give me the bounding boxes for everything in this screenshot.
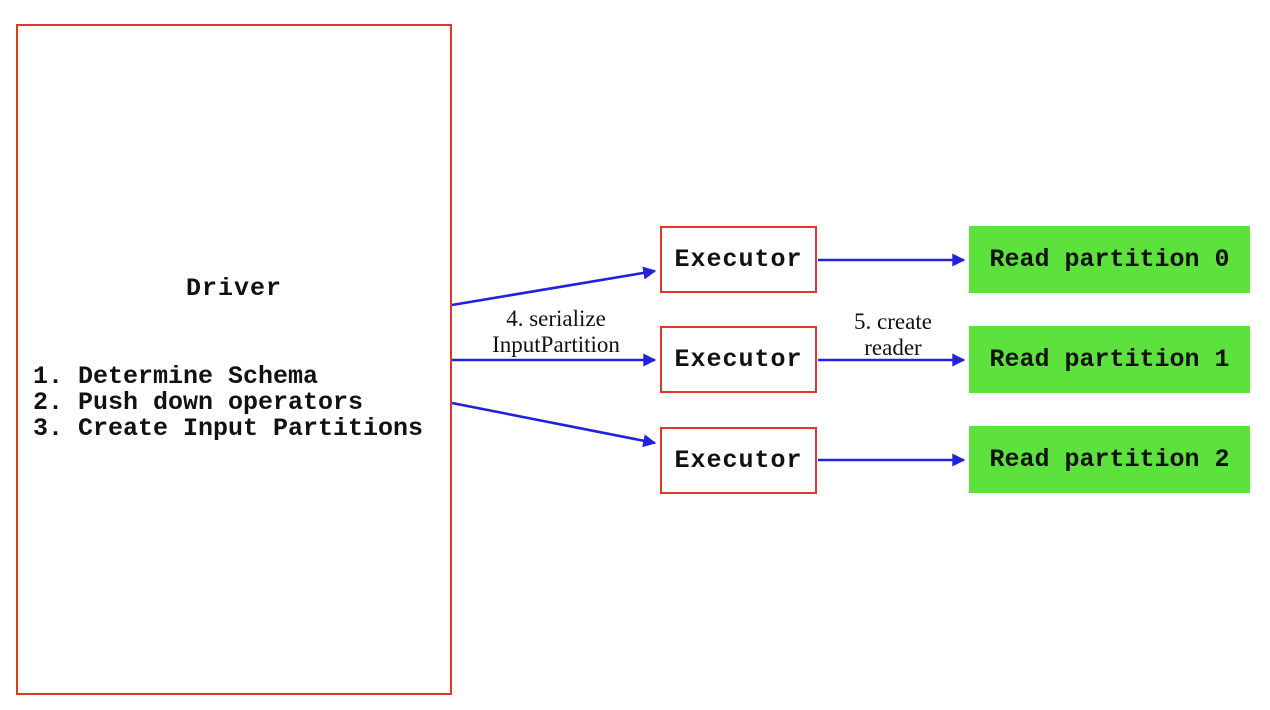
executor-node-1: Executor <box>660 226 817 293</box>
arrow-driver-to-executor-3 <box>451 401 657 448</box>
arrow-driver-to-executor-1 <box>451 266 657 307</box>
create-reader-label-line-2: reader <box>864 335 922 360</box>
executor-3-label: Executor <box>674 446 803 475</box>
driver-title: Driver <box>185 274 282 303</box>
serialize-inputpartition-label: 4. serialize InputPartition <box>456 306 656 358</box>
executor-node-2: Executor <box>660 326 817 393</box>
read-partition-2-node: Read partition 2 <box>969 426 1250 493</box>
read-partition-2-label: Read partition 2 <box>989 445 1230 474</box>
executor-node-3: Executor <box>660 427 817 494</box>
driver-steps-list: 1. Determine Schema 2. Push down operato… <box>33 364 453 442</box>
executor-1-label: Executor <box>674 245 803 274</box>
driver-step-2: 2. Push down operators <box>33 388 364 417</box>
create-reader-label-line-1: 5. create <box>854 309 932 334</box>
driver-step-3: 3. Create Input Partitions <box>33 414 424 443</box>
read-partition-0-label: Read partition 0 <box>989 245 1230 274</box>
driver-step-1: 1. Determine Schema <box>33 362 319 391</box>
create-reader-label: 5. create reader <box>793 309 993 361</box>
serialize-label-line-1: 4. serialize <box>506 306 606 331</box>
serialize-label-line-2: InputPartition <box>492 332 620 357</box>
executor-2-label: Executor <box>674 345 803 374</box>
read-partition-0-node: Read partition 0 <box>969 226 1250 293</box>
read-partition-1-label: Read partition 1 <box>989 345 1230 374</box>
driver-node: Driver 1. Determine Schema 2. Push down … <box>16 24 452 695</box>
read-partition-1-node: Read partition 1 <box>969 326 1250 393</box>
